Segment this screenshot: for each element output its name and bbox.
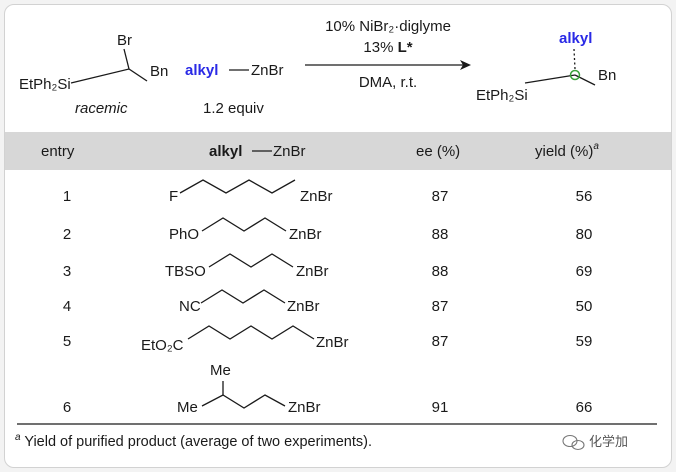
row-left-group: NC [179, 298, 201, 315]
row-ee: 87 [432, 333, 449, 350]
row-left-group: TBSO [165, 263, 206, 280]
row-yield: 66 [576, 399, 593, 416]
row-yield: 69 [576, 263, 593, 280]
racemic-label: racemic [75, 100, 128, 117]
stereocenter-marker [569, 69, 581, 81]
row-left-group: F [169, 188, 178, 205]
header-znbr: ZnBr [273, 143, 306, 160]
row-left-group: Me [177, 399, 198, 416]
table-row: 6 Me Me ZnBr 91 66 [63, 362, 593, 416]
table-row: 4 NC ZnBr 87 50 [63, 289, 593, 315]
product-alkyl-label: alkyl [559, 30, 592, 47]
row-entry: 2 [63, 226, 71, 243]
product-silyl-label: EtPh₂Si [476, 87, 528, 104]
row-ee: 88 [432, 263, 449, 280]
row-znbr: ZnBr [287, 298, 320, 315]
row-znbr: ZnBr [289, 226, 322, 243]
row-left-group: EtO₂C [141, 337, 184, 354]
substrate-bn-label: Bn [150, 63, 168, 80]
header-yield: yield (%)a [535, 141, 599, 160]
reagent-znbr-label: ZnBr [251, 62, 284, 79]
row-left-group: PhO [169, 226, 199, 243]
row-entry: 1 [63, 188, 71, 205]
row-yield: 80 [576, 226, 593, 243]
row-entry: 5 [63, 333, 71, 350]
header-entry: entry [41, 143, 75, 160]
substrate-br-label: Br [117, 32, 132, 49]
header-alkyl: alkyl [209, 143, 242, 160]
footnote: a Yield of purified product (average of … [15, 432, 372, 450]
header-ee: ee (%) [416, 143, 460, 160]
condition-catalyst: 10% NiBr₂·diglyme [325, 18, 451, 35]
row-yield: 56 [576, 188, 593, 205]
table-row: 2 PhO ZnBr 88 80 [63, 217, 593, 243]
row-znbr: ZnBr [316, 334, 349, 351]
figure-panel: Br Bn EtPh₂Si racemic alkyl ZnBr 1.2 equ… [4, 4, 672, 468]
row-znbr: ZnBr [288, 399, 321, 416]
row-yield: 50 [576, 298, 593, 315]
table-row: 5 EtO₂C ZnBr 87 59 [63, 325, 593, 354]
row-ee: 88 [432, 226, 449, 243]
reaction-table-figure: Br Bn EtPh₂Si racemic alkyl ZnBr 1.2 equ… [5, 18, 671, 451]
table-header: entry alkyl ZnBr ee (%) yield (%)a [5, 132, 671, 170]
row-yield: 59 [576, 333, 593, 350]
row-ee: 91 [432, 399, 449, 416]
row-znbr: ZnBr [300, 188, 333, 205]
watermark-text: 化学加 [589, 434, 628, 449]
wechat-icon [562, 434, 585, 451]
row-ee: 87 [432, 188, 449, 205]
reaction-arrow: 10% NiBr₂·diglyme 13% L* DMA, r.t. [305, 18, 471, 91]
row-entry: 6 [63, 399, 71, 416]
reagent-equiv: 1.2 equiv [203, 100, 264, 117]
row-znbr: ZnBr [296, 263, 329, 280]
table-row: 1 F ZnBr 87 56 [63, 179, 593, 205]
watermark: 化学加 [562, 434, 628, 451]
row-entry: 4 [63, 298, 71, 315]
substrate-structure: Br Bn EtPh₂Si racemic [19, 32, 168, 117]
product-bn-label: Bn [598, 67, 616, 84]
product-structure: alkyl Bn EtPh₂Si [476, 30, 616, 104]
table-row: 3 TBSO ZnBr 88 69 [63, 253, 593, 280]
condition-solvent: DMA, r.t. [359, 74, 417, 91]
row-ee: 87 [432, 298, 449, 315]
substrate-silyl-label: EtPh₂Si [19, 76, 71, 93]
row-top-methyl: Me [210, 362, 231, 379]
reagent: alkyl ZnBr 1.2 equiv [185, 62, 284, 117]
reagent-alkyl-label: alkyl [185, 62, 218, 79]
condition-ligand: 13% L* [363, 39, 412, 56]
row-entry: 3 [63, 263, 71, 280]
